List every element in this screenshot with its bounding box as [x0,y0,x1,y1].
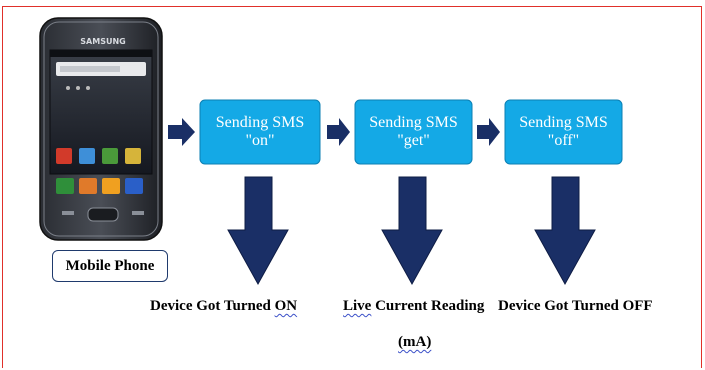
result-live-text: Current Reading [371,298,485,314]
result-unit-text: (mA) [398,334,432,350]
down-arrow-on [227,176,289,286]
down-arrow-off [534,176,596,286]
step-get-line2: "get" [397,132,430,149]
step-on-line1: Sending SMS [215,114,305,131]
phone-brand: SAMSUNG [80,37,125,46]
diagram-frame [2,6,702,368]
result-device-on: Device Got Turned ON [150,298,297,315]
step-box-off [504,99,623,165]
mobile-phone-label: Mobile Phone [52,250,168,282]
step-box-on [199,99,321,165]
step-off-line2: "off" [547,132,580,149]
arrow-step2-to-step3 [477,118,500,146]
step-off-line1: Sending SMS [519,114,608,131]
step-on-line2: "on" [245,132,275,149]
step-get-text: Sending SMS "get" [355,114,472,150]
result-device-off: Device Got Turned OFF [498,298,653,314]
result-live-unit: (mA) [398,334,431,351]
arrow-phone-to-step1 [168,118,195,146]
step-on-text: Sending SMS "on" [200,114,320,150]
down-arrow-get [381,176,443,286]
result-on-text: Device Got Turned [150,298,275,314]
step-off-text: Sending SMS "off" [505,114,622,150]
result-live-reading: Live Current Reading [343,298,484,315]
result-live-keyword: Live [343,298,372,314]
arrow-step1-to-step2 [327,118,350,146]
step-box-get [354,99,473,165]
result-on-keyword: ON [274,298,298,314]
step-get-line1: Sending SMS [369,114,458,131]
mobile-phone-image: SAMSUNG [39,17,163,241]
